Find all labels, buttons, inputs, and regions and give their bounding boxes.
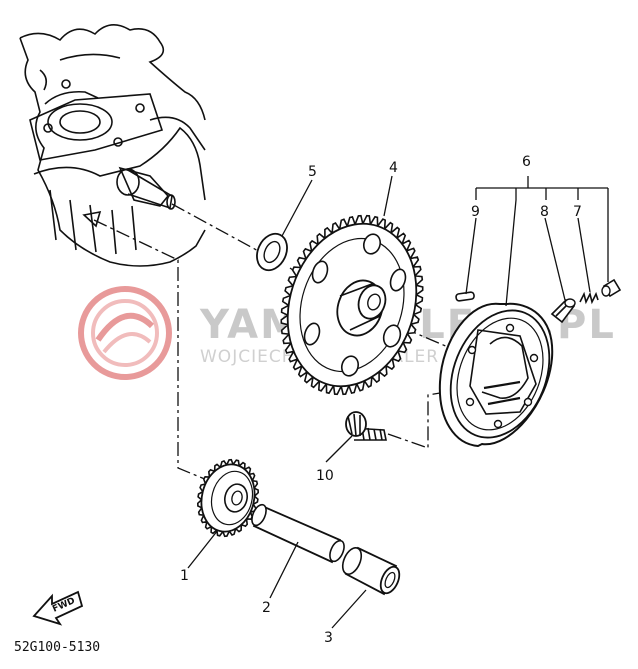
callout-9: 9 bbox=[471, 204, 480, 220]
part-10-bolt bbox=[345, 411, 387, 441]
callout-3: 3 bbox=[324, 630, 333, 646]
part-7-spring bbox=[579, 291, 599, 305]
part-4-wheel-gear bbox=[280, 214, 424, 396]
engine-case bbox=[19, 24, 206, 267]
leader-lines bbox=[187, 175, 609, 629]
diagram-code: 52G100-5130 bbox=[14, 640, 100, 655]
callout-6: 6 bbox=[522, 154, 531, 170]
part-2-shaft bbox=[251, 503, 345, 564]
part-1-idler-gear bbox=[196, 458, 260, 538]
callout-5: 5 bbox=[308, 164, 317, 180]
callout-1: 1 bbox=[180, 568, 189, 584]
part-6-clutch-housing bbox=[438, 302, 554, 448]
callout-4: 4 bbox=[389, 160, 398, 176]
callout-7: 7 bbox=[573, 204, 582, 220]
callout-10: 10 bbox=[316, 468, 334, 484]
watermark-logo bbox=[78, 286, 172, 380]
fwd-arrow-icon: FWD bbox=[32, 590, 84, 626]
callout-8: 8 bbox=[540, 204, 549, 220]
part-9-roller bbox=[455, 291, 475, 302]
part-3-bush bbox=[341, 546, 401, 596]
part-6-screw bbox=[601, 278, 622, 298]
callouts: 5 4 6 9 8 7 10 1 2 3 bbox=[180, 154, 582, 646]
callout-2: 2 bbox=[262, 600, 271, 616]
part-8-plunger bbox=[550, 298, 576, 324]
part-5-washer bbox=[256, 232, 288, 272]
